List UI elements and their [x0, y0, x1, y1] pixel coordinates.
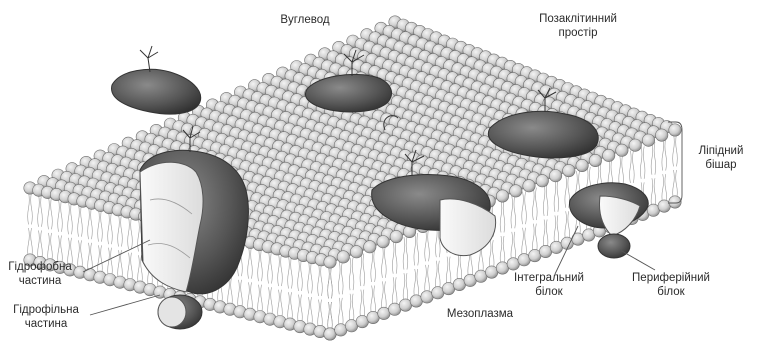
integral-protein-center: [372, 175, 496, 256]
label-hydrophobic-line2: частина: [19, 275, 62, 287]
label-extracellular-line2: простір: [559, 27, 598, 39]
phospholipid-head: [536, 175, 548, 187]
peripheral-protein-right: [598, 234, 630, 258]
lipid-tail: [28, 192, 33, 224]
integral-protein-right: [569, 183, 648, 236]
glycoprotein-top-left: [112, 69, 201, 114]
lipid-tail: [108, 212, 113, 244]
lipid-tail: [248, 246, 253, 278]
lipid-tail: [328, 266, 333, 298]
label-extracellular-line1: Позаклітинний: [539, 13, 617, 25]
lipid-tail: [619, 155, 624, 187]
lipid-tail: [128, 217, 133, 249]
lipid-tail: [640, 146, 645, 178]
lipid-tail: [392, 241, 397, 273]
label-peripheral-line1: Периферійний: [632, 272, 710, 284]
label-peripheral-line2: білок: [657, 286, 685, 298]
label-integral-line2: білок: [535, 286, 563, 298]
lipid-tail: [58, 199, 63, 231]
lipid-tail: [425, 229, 430, 261]
lipid-tail: [349, 258, 354, 290]
label-hydrophilic-line2: частина: [25, 318, 68, 330]
phospholipid-head: [523, 180, 535, 192]
lipid-tail: [268, 251, 273, 283]
phospholipid-head: [669, 124, 681, 136]
lipid-tail: [278, 254, 283, 286]
phospholipid-head: [589, 154, 601, 166]
phospholipid-head: [616, 144, 628, 156]
phospholipid-head: [603, 149, 615, 161]
phospholipid-head: [642, 134, 654, 146]
lipid-tail: [288, 256, 293, 288]
lipid-tail: [308, 261, 313, 293]
lipid-tail: [662, 138, 667, 170]
integral-protein-left: [140, 150, 248, 294]
phospholipid-head: [390, 230, 402, 242]
peripheral-disk-left: [158, 295, 202, 329]
lipid-tail: [533, 188, 538, 220]
lipid-tail: [543, 184, 548, 216]
label-integral-line1: Інтегральний: [514, 272, 584, 284]
lipid-tail: [403, 237, 408, 269]
label-lipid-bilayer-line1: Ліпідний: [699, 145, 744, 157]
lipid-tail: [258, 249, 263, 281]
lipid-tail: [78, 204, 83, 236]
lipid-tail: [522, 192, 527, 224]
lipid-tail: [500, 200, 505, 232]
label-mesoplasm: Мезоплазма: [447, 308, 514, 320]
phospholipid-head: [364, 241, 376, 253]
phospholipid-head: [576, 159, 588, 171]
label-carbohydrate: Вуглевод: [280, 14, 329, 26]
label-lipid-bilayer-line2: бішар: [705, 159, 736, 171]
phospholipid-head: [510, 185, 522, 197]
lipid-tail: [48, 197, 53, 229]
lipid-tail: [554, 179, 559, 211]
lipid-tail: [118, 214, 123, 246]
lipid-tail: [68, 202, 73, 234]
lipid-tail: [673, 134, 678, 166]
phospholipid-head: [549, 170, 561, 182]
lipid-tail: [338, 262, 343, 294]
phospholipid-head: [563, 164, 575, 176]
phospholipid-head: [350, 246, 362, 258]
phospholipid-head: [337, 251, 349, 263]
phospholipid-head: [629, 139, 641, 151]
lipid-tail: [511, 196, 516, 228]
lipid-tail: [298, 259, 303, 291]
lipid-tail: [382, 245, 387, 277]
label-hydrophilic-line1: Гідрофільна: [13, 304, 79, 316]
lipid-tail: [630, 151, 635, 183]
lipid-tail: [371, 250, 376, 282]
phospholipid-head: [377, 236, 389, 248]
phospholipid-head: [656, 129, 668, 141]
lipid-tail: [38, 194, 43, 226]
phospholipid-head: [496, 190, 508, 202]
phospholipid-head: [324, 256, 336, 268]
lipid-tail: [98, 209, 103, 241]
lipid-tail: [651, 142, 656, 174]
label-hydrophobic-line1: Гідрофобна: [8, 261, 72, 273]
lipid-tail: [565, 175, 570, 207]
lipid-tail: [318, 264, 323, 296]
lipid-tail: [360, 254, 365, 286]
lipid-tail: [88, 207, 93, 239]
lipid-tail: [414, 233, 419, 265]
